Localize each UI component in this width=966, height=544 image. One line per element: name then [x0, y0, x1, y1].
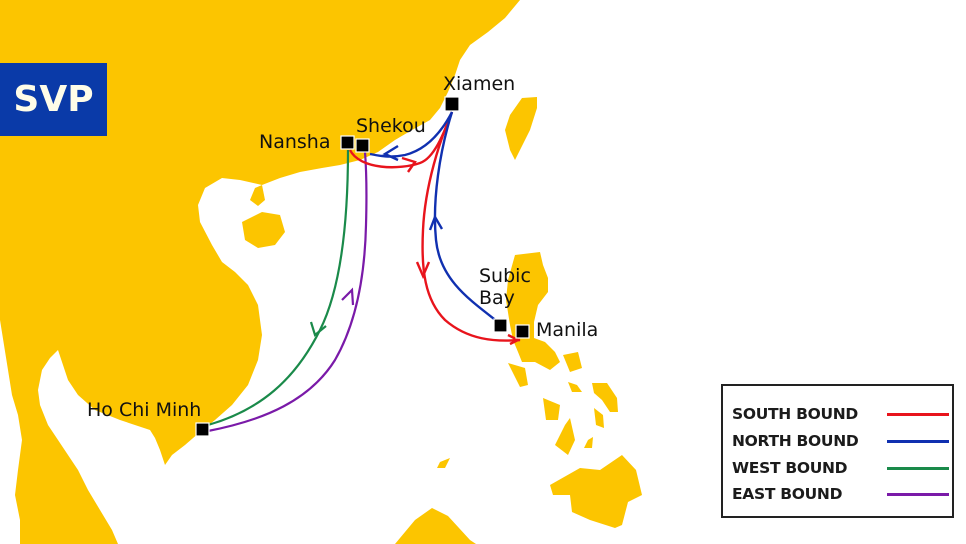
mindanao-island: [550, 455, 642, 528]
samar-island: [592, 383, 618, 412]
island-2: [568, 382, 582, 392]
leyte-island: [594, 408, 604, 428]
label-shekou: Shekou: [356, 115, 426, 137]
port-marker-ho-chi-minh[interactable]: [195, 422, 210, 437]
legend-item-south-bound: SOUTH BOUND: [732, 403, 949, 425]
legend-item-north-bound: NORTH BOUND: [732, 430, 949, 452]
legend-swatch-blue: [887, 440, 949, 443]
palawan-islet: [437, 458, 450, 468]
arrow-east-bound: [341, 287, 355, 306]
arrow-west-bound: [309, 321, 327, 337]
legend-label: NORTH BOUND: [732, 432, 859, 450]
port-marker-shekou[interactable]: [355, 138, 370, 153]
island-3: [584, 437, 593, 448]
arrow-south-bound-2: [415, 261, 431, 280]
arrow-south-bound-3: [507, 333, 521, 346]
label-xiamen: Xiamen: [443, 73, 516, 95]
legend-label: SOUTH BOUND: [732, 405, 858, 423]
arrow-south-bound-1: [401, 156, 417, 173]
legend-label: WEST BOUND: [732, 459, 848, 477]
label-nansha: Nansha: [259, 131, 331, 153]
legend-item-east-bound: EAST BOUND: [732, 483, 949, 505]
legend-swatch-purple: [887, 493, 949, 496]
route-east-bound: [207, 151, 368, 433]
port-marker-manila[interactable]: [515, 324, 530, 339]
route-north-bound-2: [369, 111, 454, 158]
label-ho-chi-minh: Ho Chi Minh: [87, 399, 202, 421]
label-subic-line1: Subic: [479, 265, 531, 287]
arrow-north-bound-2: [382, 144, 399, 162]
arrow-north-bound-1: [428, 214, 444, 231]
label-subic-line2: Bay: [479, 287, 515, 309]
route-legend: SOUTH BOUND NORTH BOUND WEST BOUND EAST …: [721, 384, 954, 518]
mainland-asia: [0, 0, 520, 544]
label-manila: Manila: [536, 319, 599, 341]
hainan-island: [242, 212, 285, 248]
service-badge: SVP: [0, 63, 107, 136]
taiwan-island: [505, 97, 537, 160]
gulf-land: [250, 185, 265, 206]
route-north-bound-1: [433, 111, 499, 323]
legend-item-west-bound: WEST BOUND: [732, 457, 949, 479]
port-marker-subic-bay[interactable]: [493, 318, 508, 333]
negros-island: [555, 418, 575, 455]
legend-swatch-green: [887, 467, 949, 470]
borneo-north: [395, 508, 476, 544]
panay-island: [543, 398, 560, 420]
port-marker-nansha[interactable]: [340, 135, 355, 150]
legend-label: EAST BOUND: [732, 485, 843, 503]
mindoro-island: [508, 363, 528, 387]
legend-swatch-red: [887, 413, 949, 416]
port-marker-xiamen[interactable]: [444, 96, 460, 112]
island-1: [563, 352, 582, 372]
